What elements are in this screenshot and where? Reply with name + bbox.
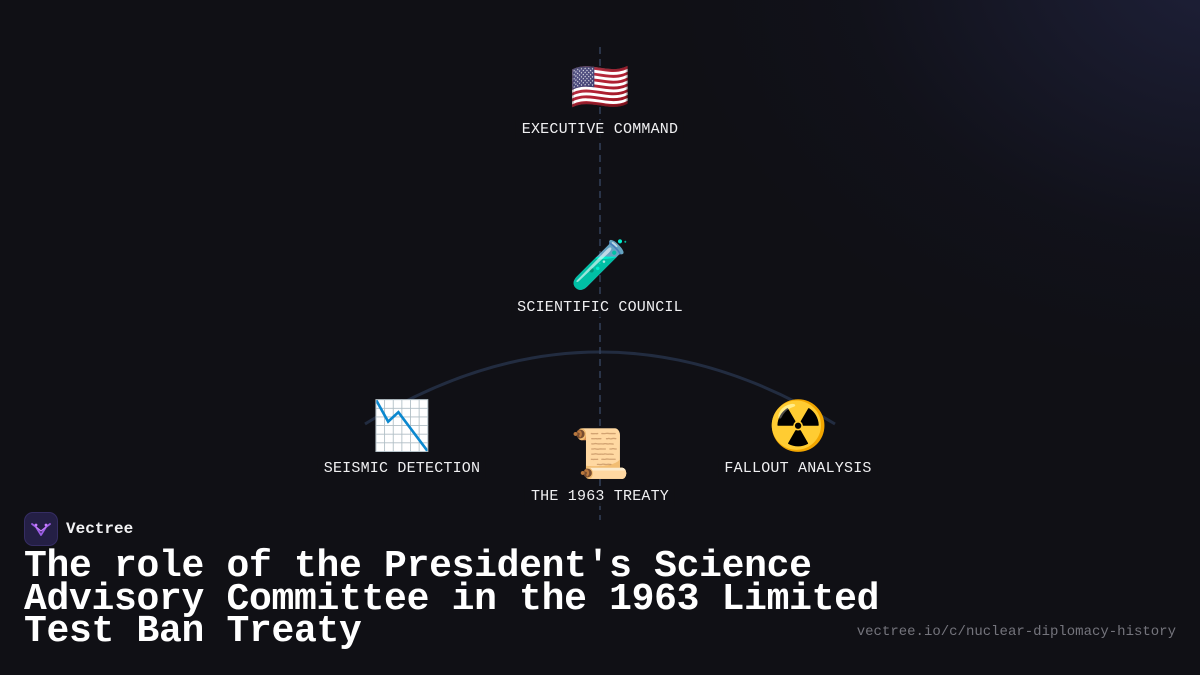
- scroll-icon: 📜: [570, 426, 630, 482]
- node-label: EXECUTIVE COMMAND: [515, 120, 685, 139]
- node-label: FALLOUT ANALYSIS: [718, 459, 878, 478]
- chart-decreasing-icon: 📉: [372, 398, 432, 454]
- node-scientific-council[interactable]: 🧪 SCIENTIFIC COUNCIL: [511, 236, 689, 317]
- node-label: SCIENTIFIC COUNCIL: [511, 298, 689, 317]
- source-url[interactable]: vectree.io/c/nuclear-diplomacy-history: [856, 624, 1176, 640]
- page-title: The role of the President's Science Advi…: [24, 545, 880, 653]
- node-label: THE 1963 TREATY: [524, 487, 676, 506]
- radioactive-icon: ☢️: [768, 398, 828, 454]
- node-executive-command[interactable]: 🇺🇸 EXECUTIVE COMMAND: [515, 58, 685, 139]
- test-tube-icon: 🧪: [570, 237, 630, 293]
- vectree-logo-icon: [24, 512, 58, 546]
- node-fallout-analysis[interactable]: ☢️ FALLOUT ANALYSIS: [718, 397, 878, 478]
- us-flag-icon: 🇺🇸: [570, 59, 630, 115]
- brand-name: Vectree: [66, 520, 134, 538]
- node-1963-treaty[interactable]: 📜 THE 1963 TREATY: [524, 425, 676, 506]
- brand[interactable]: Vectree: [24, 512, 133, 546]
- node-seismic-detection[interactable]: 📉 SEISMIC DETECTION: [317, 397, 487, 478]
- node-label: SEISMIC DETECTION: [317, 459, 487, 478]
